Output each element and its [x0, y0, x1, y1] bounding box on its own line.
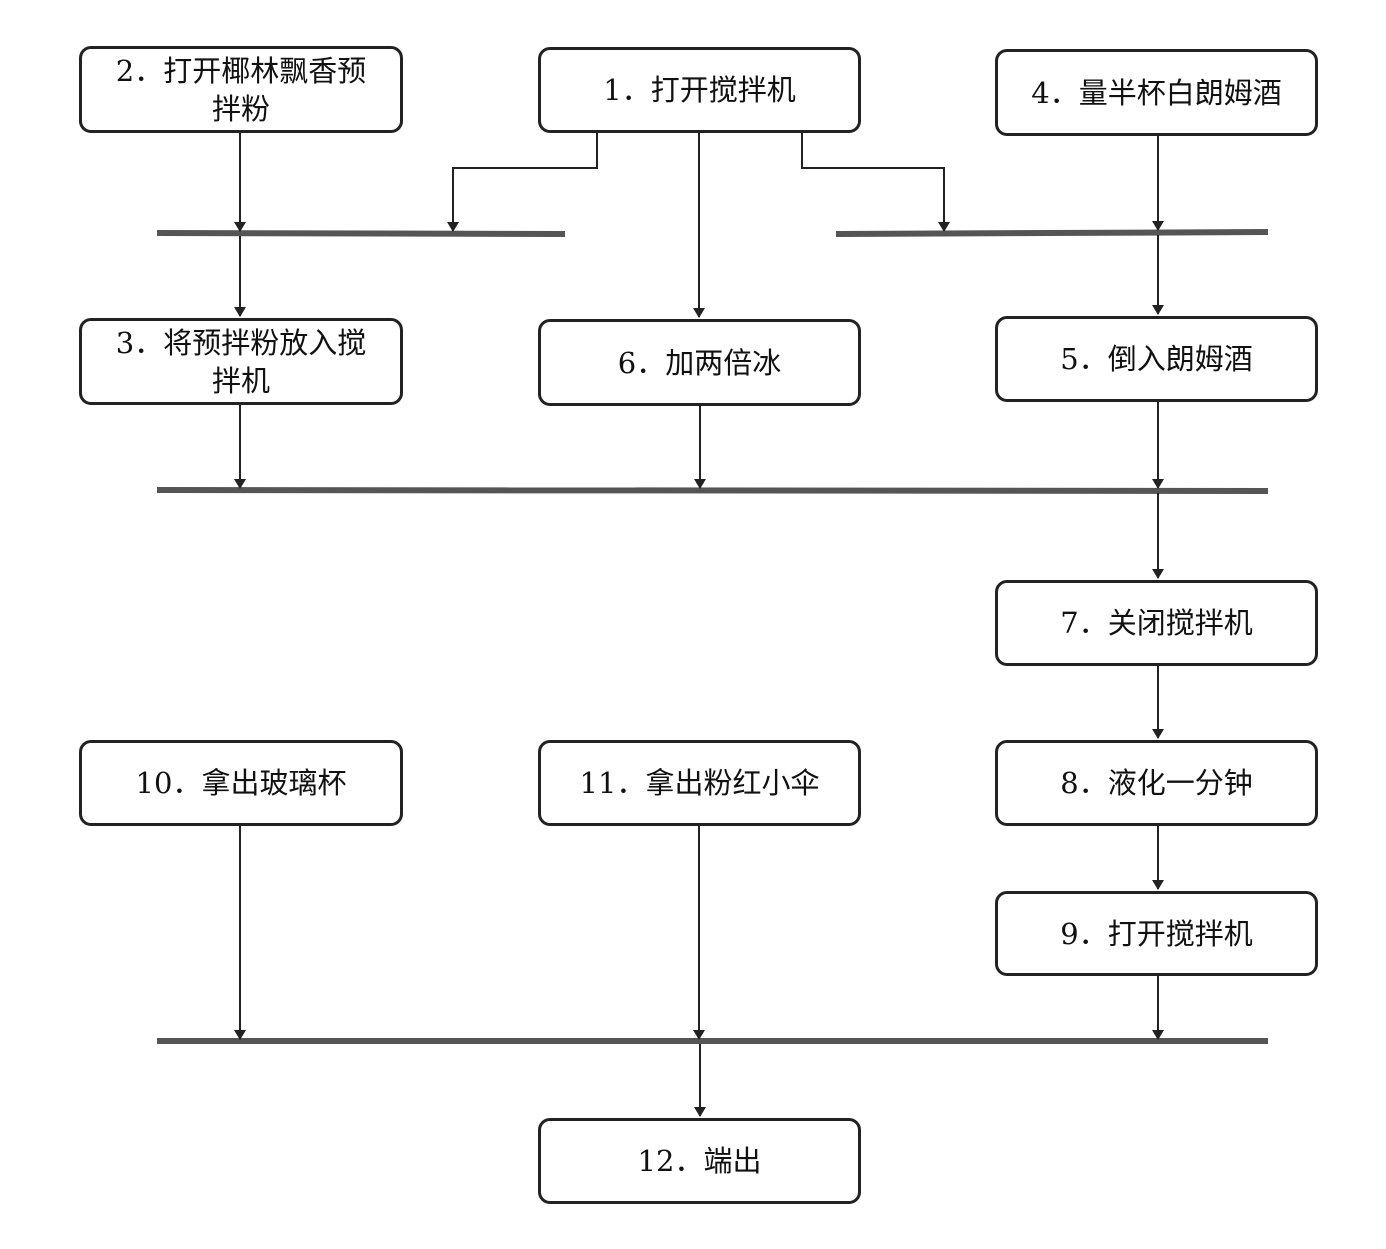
step-11-box: 11．拿出粉红小伞: [538, 740, 861, 826]
step-3-box: 3．将预拌粉放入搅拌机: [79, 318, 403, 405]
step-5-box: 5．倒入朗姆酒: [995, 316, 1318, 402]
step-5-label: 5．倒入朗姆酒: [1060, 342, 1253, 376]
step-11-label: 11．拿出粉红小伞: [579, 766, 820, 800]
step-8-label: 8．液化一分钟: [1060, 766, 1253, 800]
step-12-box: 12．端出: [538, 1118, 861, 1204]
sync-bar-2: [156, 487, 1269, 494]
step-3-label: 3．将预拌粉放入搅拌机: [115, 325, 367, 398]
step-9-box: 9．打开搅拌机: [995, 891, 1318, 976]
arrow-s1-to-bar1-right: [801, 133, 950, 232]
step-12-label: 12．端出: [637, 1144, 762, 1178]
sync-bar-1-right: [835, 229, 1269, 237]
step-2-label: 2．打开椰林飘香预拌粉: [115, 53, 367, 126]
step-1-box: 1．打开搅拌机: [538, 47, 861, 133]
step-9-label: 9．打开搅拌机: [1060, 916, 1253, 951]
step-6-box: 6．加两倍冰: [538, 319, 861, 406]
sync-bar-1-left: [156, 230, 566, 237]
step-2-box: 2．打开椰林飘香预拌粉: [79, 46, 403, 133]
arrow-s1-to-bar1-left: [447, 133, 598, 232]
step-6-label: 6．加两倍冰: [617, 345, 782, 380]
step-10-box: 10．拿出玻璃杯: [79, 740, 403, 826]
step-7-label: 7．关闭搅拌机: [1060, 606, 1253, 640]
step-1-label: 1．打开搅拌机: [603, 73, 796, 107]
step-10-label: 10．拿出玻璃杯: [135, 766, 347, 800]
step-7-box: 7．关闭搅拌机: [995, 580, 1318, 666]
step-4-label: 4．量半杯白朗姆酒: [1031, 75, 1282, 110]
step-8-box: 8．液化一分钟: [995, 740, 1318, 826]
step-4-box: 4．量半杯白朗姆酒: [995, 49, 1318, 136]
